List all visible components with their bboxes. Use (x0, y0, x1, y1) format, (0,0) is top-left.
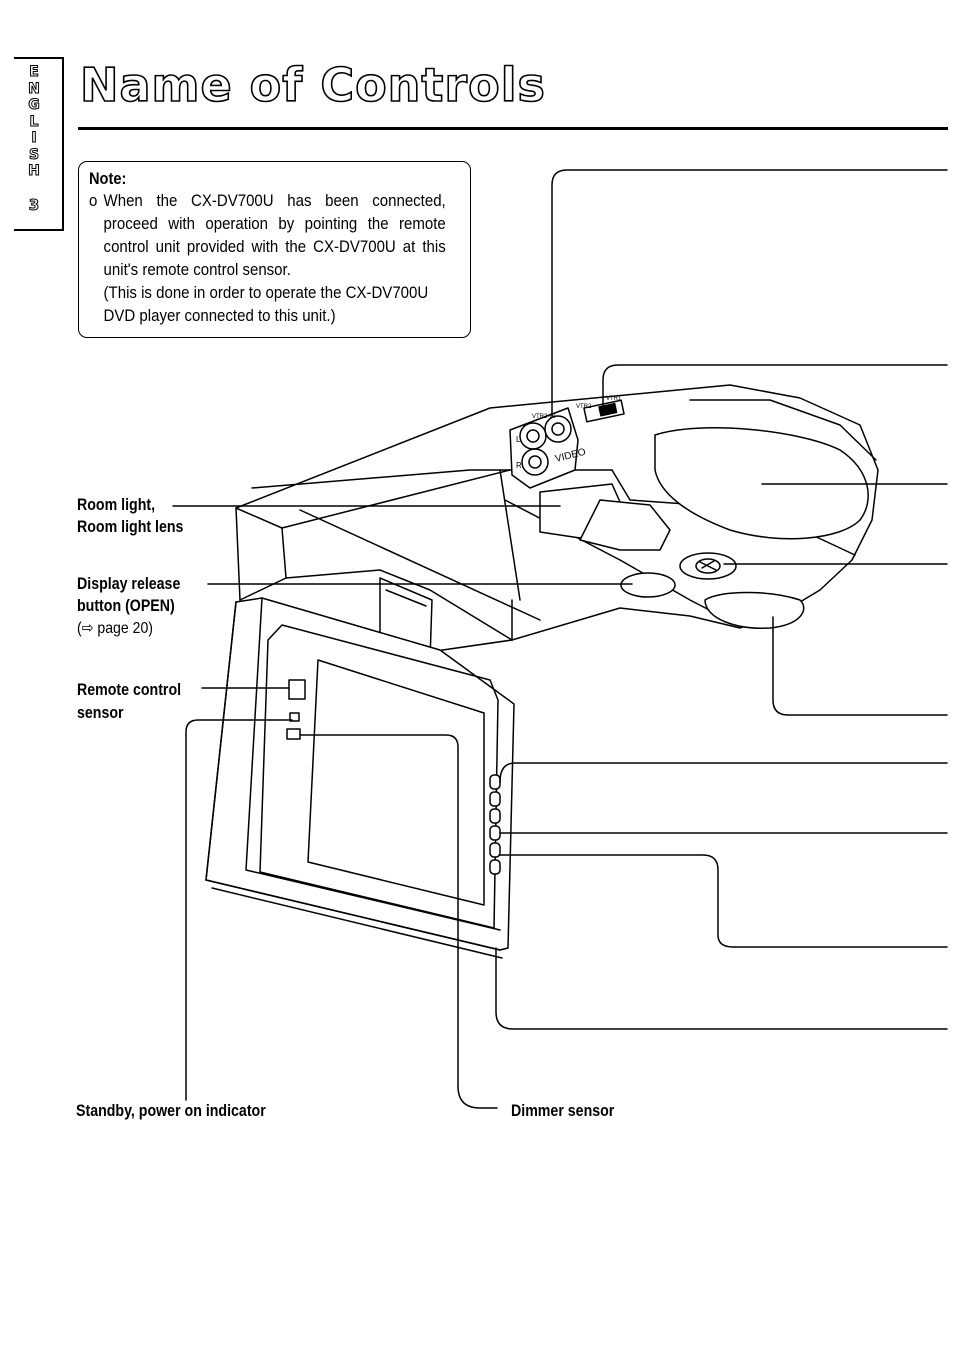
lower-lamp (704, 591, 805, 629)
leader-line-side-3 (499, 854, 948, 948)
language-tab (14, 57, 64, 231)
language-letter: G (28, 97, 40, 114)
label-display-release-open: button (OPEN) (77, 597, 175, 615)
note-continuation: DVD player connected to this unit.) (103, 307, 336, 325)
note-title: Note: (89, 169, 127, 188)
language-tab-letters: E N G L I S H (24, 64, 44, 180)
note-body: o When the CX-DV700U has been connected,… (89, 190, 446, 328)
label-standby-indicator: Standby, power on indicator (76, 1102, 266, 1120)
svg-text:R: R (516, 461, 522, 470)
page-title: Name of Controls (79, 57, 546, 113)
bullet-icon: o (89, 192, 98, 210)
svg-text:L: L (516, 435, 521, 444)
display-release-button[interactable] (620, 572, 676, 598)
room-light-recess (579, 499, 671, 551)
page-reference: (⇨ page 20) (77, 620, 153, 637)
leader-line-standby (185, 719, 293, 1101)
leader-line-av-input (551, 169, 948, 417)
note-paragraph: When the CX-DV700U has been connected, p… (103, 192, 446, 279)
label-room-light-lens: Room light lens (77, 518, 184, 536)
dimmer-sensor (286, 728, 301, 740)
lcd-screen (307, 659, 485, 906)
label-display-release: Display release (77, 575, 181, 593)
display-monitor (205, 597, 515, 959)
label-remote-control: Remote control (77, 681, 182, 699)
label-dimmer-sensor: Dimmer sensor (511, 1102, 615, 1120)
language-letter: L (29, 113, 39, 130)
remote-control-sensor (288, 679, 306, 700)
lamp-switch[interactable] (679, 552, 737, 580)
note-box (78, 161, 471, 338)
language-letter: I (31, 130, 37, 147)
label-room-light: Room light, (77, 496, 156, 514)
leader-line-dimmer-tail (457, 1085, 498, 1109)
leader-line-dimmer (299, 734, 459, 1087)
leader-line-side-1 (499, 762, 948, 783)
leader-line-vtr-switch (602, 364, 948, 413)
language-letter: E (29, 64, 40, 81)
title-underline (78, 127, 948, 130)
page-number: 3 (28, 196, 40, 215)
label-sensor: sensor (77, 704, 124, 722)
large-room-light (654, 427, 869, 540)
language-letter: H (28, 163, 41, 180)
leader-line-side-4 (495, 947, 948, 1030)
language-letter: S (28, 146, 40, 163)
language-letter: N (28, 80, 41, 97)
svg-text:VTR2-IN: VTR2-IN (532, 414, 555, 420)
svg-text:VTR2: VTR2 (576, 404, 592, 410)
side-buttons[interactable] (489, 774, 501, 875)
leader-line-lower-lamp (772, 616, 948, 716)
leader-lines (172, 169, 948, 1109)
standby-indicator (289, 712, 300, 722)
svg-text:VTR1: VTR1 (606, 396, 622, 402)
note-continuation: (This is done in order to operate the CX… (103, 284, 429, 302)
